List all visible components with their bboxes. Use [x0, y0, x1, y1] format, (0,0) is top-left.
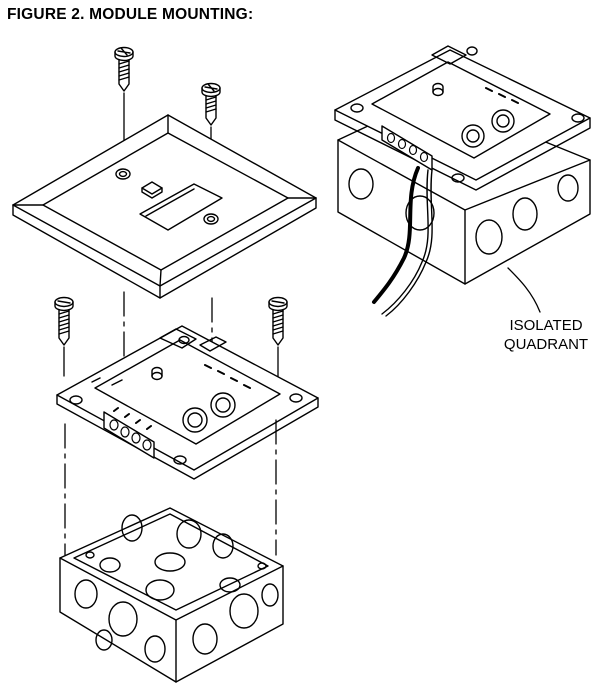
figure-title: FIGURE 2. MODULE MOUNTING:: [7, 6, 254, 23]
callout-line-1: ISOLATED: [509, 317, 583, 334]
callout-leader-line: [507, 267, 541, 313]
electrical-box: [59, 507, 284, 683]
assembled-module: [334, 45, 591, 191]
module: [56, 325, 319, 480]
module-screw-left-icon: [54, 296, 74, 346]
plate-screw-right-icon: [201, 82, 221, 126]
callout-line-2: QUADRANT: [503, 336, 589, 353]
wall-plate: [12, 114, 317, 299]
wire-icon: [372, 166, 433, 317]
module-to-box-guides: [64, 419, 277, 556]
plate-screw-left-icon: [114, 46, 134, 92]
module-screw-right-icon: [268, 296, 288, 346]
